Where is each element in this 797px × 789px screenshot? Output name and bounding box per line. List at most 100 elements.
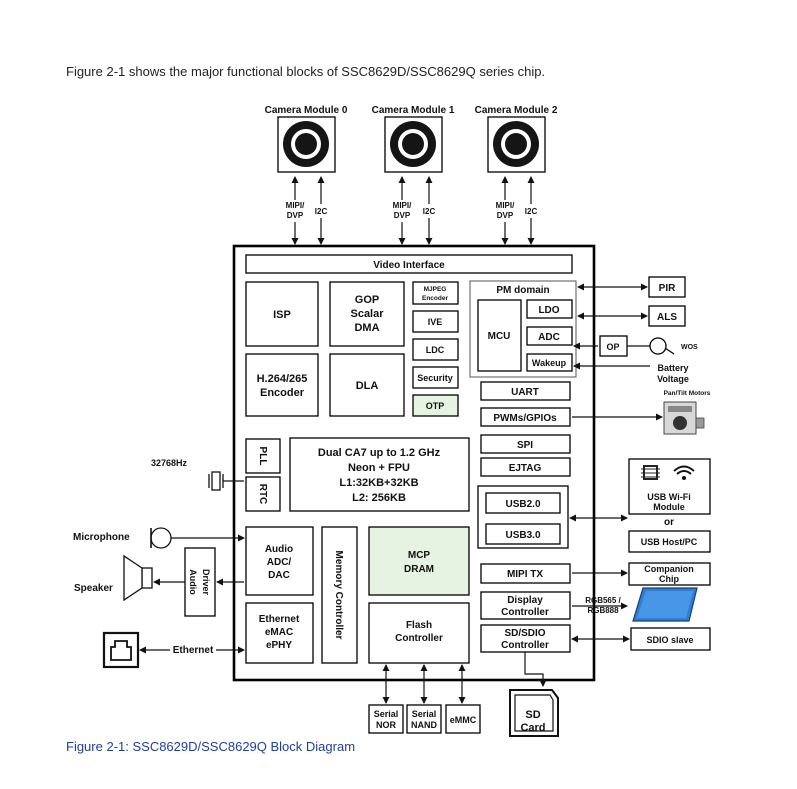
companion-chip-label: Chip [659,574,679,584]
gop-label: GOP [355,294,379,306]
microphone-label: Microphone [73,532,130,543]
camera-0-mipi-label: MIPI/ [286,201,305,210]
chip-icon [641,465,660,480]
flash-controller-label: Controller [395,633,443,644]
h264-label: H.264/265 [257,373,308,385]
ethernet-block-label: Ethernet [259,614,300,625]
memory-controller-label: Memory Controller [333,551,344,640]
camera-1-label: Camera Module 1 [372,105,455,116]
intro-text: Figure 2-1 shows the major functional bl… [66,64,546,79]
serial-nor-label-1: Serial [374,709,399,719]
dma-label: DMA [354,322,379,334]
camera-module-1: Camera Module 1 [372,105,455,173]
ephy-label: ePHY [266,640,292,651]
camera-1-mipi-label: MIPI/ [393,201,412,210]
serial-nand-block [406,704,442,734]
camera-2-label: Camera Module 2 [475,105,558,116]
h264-encoder-block [245,353,319,417]
emac-label: eMAC [265,627,293,638]
camera-module-0: Camera Module 0 [265,105,348,173]
mipi-tx-label: MIPI TX [507,569,543,580]
pwm-gpio-block [480,407,571,427]
pll-block [245,438,281,474]
or-label: or [664,517,674,528]
flash-label: Flash [406,620,432,631]
spi-label: SPI [517,440,533,451]
sdio-controller-label: Controller [501,640,549,651]
camera-2-i2c-label: I2C [525,207,538,216]
voltage-label: Voltage [657,374,689,384]
pm-ldo-label: LDO [538,305,559,316]
display-label: Display [507,595,543,606]
ejtag-label: EJTAG [509,463,542,474]
op-label: OP [606,342,619,352]
camera-0-i2c-label: I2C [315,207,328,216]
rgb888-label: RGB888 [587,606,619,615]
pm-ldo-block [526,299,573,319]
ethernet-label: Ethernet [173,645,214,656]
serial-nand-label-1: Serial [412,709,437,719]
spi-block [480,434,571,454]
isp-block [245,281,319,347]
microphone-icon [150,527,172,549]
cpu-line-2: Neon + FPU [348,462,410,474]
security-label: Security [417,373,453,383]
uart-label: UART [511,387,539,398]
cpu-line-1: Dual CA7 up to 1.2 GHz [318,447,441,459]
audio-driver-label-1: Audio [188,569,198,595]
als-sensor [648,305,686,327]
wos-sensor-icon [649,337,667,355]
camera-1-i2c-label: I2C [423,207,436,216]
wifi-module-label: Module [653,502,685,512]
ldc-block [412,338,459,361]
memory-controller-block [321,526,358,664]
camera-connectors [291,176,535,245]
audio-driver-label-2: Driver [201,569,211,596]
cpu-line-3: L1:32KB+32KB [339,477,418,489]
cpu-block [289,437,470,512]
camera-0-label: Camera Module 0 [265,105,348,116]
sd-card-icon: SD Card [509,689,559,737]
sdio-label: SD/SDIO [504,628,545,639]
display-controller-label: Controller [501,607,549,618]
usb-wifi-module [628,458,711,515]
serial-nand-label-2: NAND [411,720,437,730]
emmc-block [445,704,481,734]
wakeup-block [526,353,573,372]
audio-driver-block [184,547,216,617]
figure-caption: Figure 2-1: SSC8629D/SSC8629Q Block Diag… [66,739,356,754]
wifi-label: USB Wi-Fi [647,492,690,502]
audio-codec-block [245,526,314,596]
h264-encoder-label: Encoder [260,387,305,399]
pll-label: PLL [257,447,268,466]
mjpeg-encoder-block [412,281,459,305]
ejtag-block [480,457,571,477]
camera-module-2: Camera Module 2 [475,105,558,173]
pir-label: PIR [659,283,676,294]
als-label: ALS [657,312,677,323]
mipi-tx-block [480,563,571,584]
wifi-icon [673,465,695,480]
mcp-label: MCP [408,550,431,561]
pm-adc-block [526,326,573,346]
motors-label: Pan/Tilt Motors [664,390,711,397]
usb3-label: USB3.0 [505,530,540,541]
sd-card-link [524,652,547,687]
sdio-slave-block [630,627,711,651]
lcd-panel-icon [632,587,698,622]
pwm-gpio-label: PWMs/GPIOs [493,413,557,424]
camera-0-dvp-label: DVP [287,211,304,220]
audio-label: Audio [265,544,293,555]
uart-block [480,381,571,401]
rtc-label: RTC [257,484,268,505]
ive-label: IVE [428,317,443,327]
dla-block [329,353,405,417]
pm-adc-label: ADC [538,332,560,343]
otp-label: OTP [426,401,445,411]
audio-adc-label: ADC/ [267,557,292,568]
security-block [412,366,459,389]
serial-nor-block [368,704,404,734]
companion-label: Companion [644,564,694,574]
emmc-label: eMMC [450,715,477,725]
